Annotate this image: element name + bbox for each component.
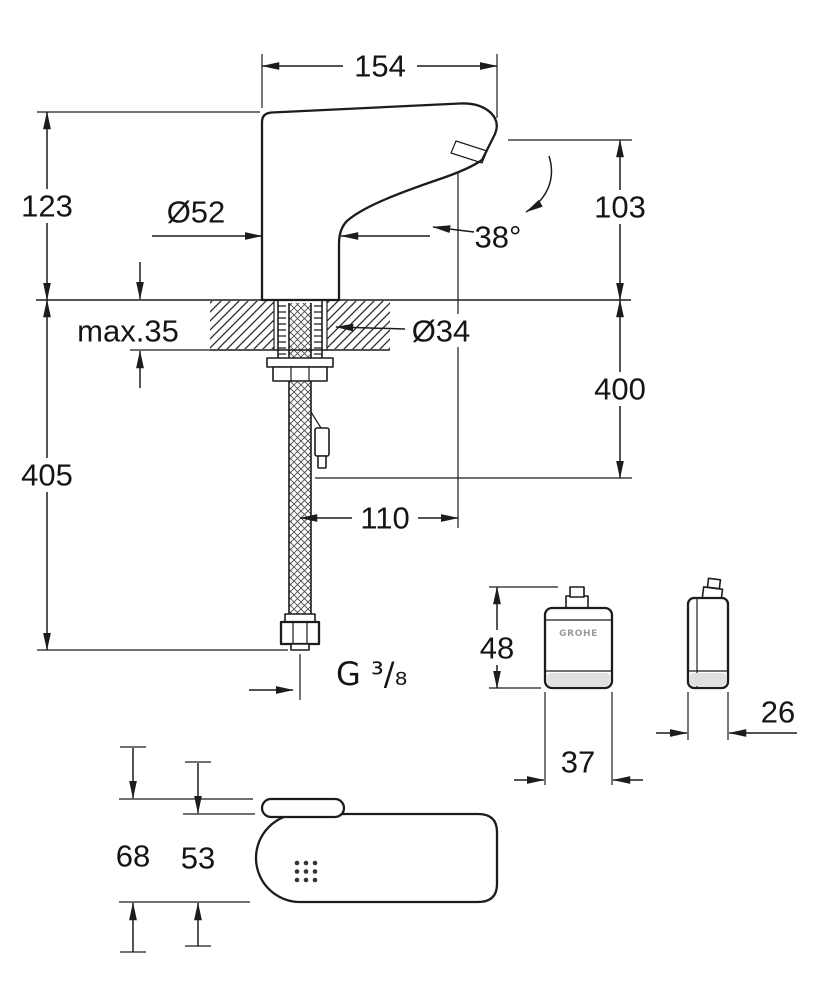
control-box-side-view: [686, 577, 730, 690]
cable-plug: [310, 411, 330, 469]
top-view-body-outline: [254, 812, 499, 904]
dim-label-supply-thread: G ³/₈: [336, 655, 407, 693]
leader-spray-angle: [432, 225, 475, 233]
dim-label-box-depth: 26: [761, 695, 795, 730]
dim-label-topview-body: 53: [181, 841, 215, 876]
brand-logo: GROHE: [559, 629, 598, 639]
fitting-thread-stub: [290, 643, 310, 651]
aerator-icon: [450, 140, 488, 164]
control-box-front-view: GROHE: [543, 586, 614, 690]
dim-label-spout-projection: 110: [360, 501, 409, 536]
faucet-body-outline: [260, 102, 498, 302]
shank-thread-ticks: [278, 305, 322, 355]
deck-hatch-right: [327, 301, 390, 349]
rotation-arrow-icon: [525, 155, 553, 213]
dim-label-hose-drop: 400: [594, 372, 646, 407]
dimension-labels: 154 123 405 103 400 110 Ø52 38° max.35 Ø…: [21, 49, 795, 876]
dim-label-base-diameter: Ø52: [167, 195, 226, 230]
faucet-front-view: [260, 102, 553, 302]
label-backgrounds: [14, 49, 653, 665]
dim-label-topview-overall: 68: [116, 839, 150, 874]
lever-handle: [260, 797, 346, 819]
dim-label-height-above-deck: 123: [21, 189, 73, 224]
hose-braid: [289, 303, 311, 621]
dim-label-hole-diameter: Ø34: [412, 314, 471, 349]
dim-label-spray-angle: 38°: [475, 220, 522, 255]
dim-label-deck-thickness: max.35: [77, 314, 179, 349]
mounting-shank: [266, 300, 334, 382]
sensor-dots: [294, 860, 318, 883]
supply-hose: [288, 303, 312, 621]
dim-label-box-height: 48: [480, 631, 514, 666]
dim-label-outlet-height: 103: [594, 190, 646, 225]
dim-label-spout-width: 154: [354, 49, 406, 84]
box-side-outline: [686, 596, 730, 690]
box-front-outline: [543, 606, 614, 690]
washer: [266, 357, 334, 368]
hose-fitting: [279, 613, 321, 700]
fitting-hex-nut: [279, 620, 321, 646]
dim-label-box-width: 37: [561, 745, 595, 780]
side-plug-upper: [706, 577, 722, 590]
mounting-nut: [272, 366, 328, 382]
dim-label-overall-drop: 405: [21, 458, 73, 493]
faucet-top-view: [254, 797, 499, 904]
deck-hatch-left: [210, 301, 274, 349]
leader-hole-diameter: [335, 323, 406, 332]
box-plug-upper: [569, 586, 585, 598]
